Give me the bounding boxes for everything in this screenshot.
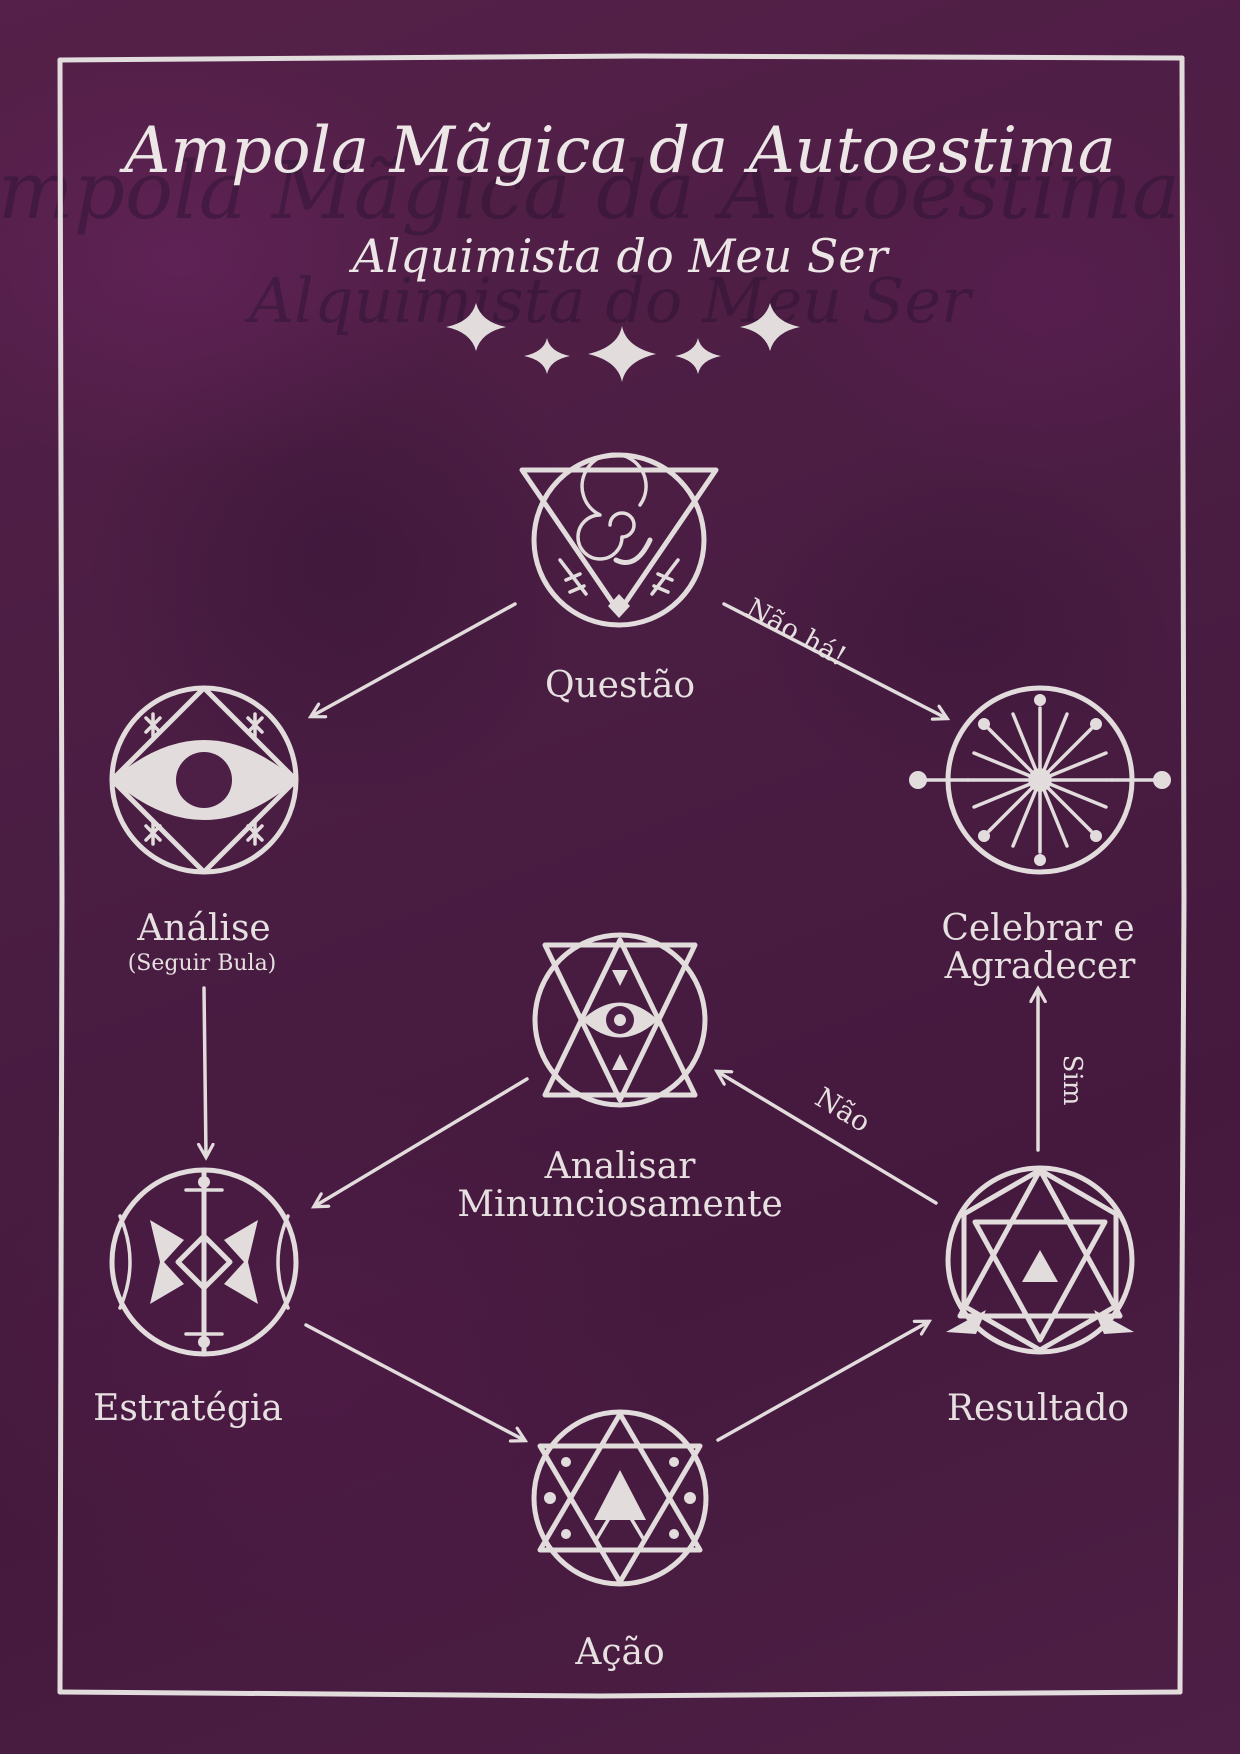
node-label-line1: Celebrar e (941, 908, 1134, 949)
eye-hexagram-sigil-icon (532, 932, 708, 1108)
page-subtitle: Alquimista do Meu Ser (348, 229, 890, 283)
node-analise: Análise (Seguir Bula) (109, 685, 299, 976)
node-sublabel: (Seguir Bula) (128, 951, 277, 976)
node-celebrar: Celebrar e Agradecer (909, 685, 1171, 987)
node-estrategia: Estratégia (93, 1167, 299, 1429)
node-label: Ação (574, 1632, 664, 1673)
flow-arrows (204, 602, 1038, 1442)
sparkle-icon (524, 338, 570, 374)
node-label: Questão (545, 665, 695, 706)
page-title: Ampola Mãgica da Autoestima (119, 114, 1116, 188)
arrow-acao-to-resultado (716, 1322, 928, 1442)
node-label-line2: Agradecer (944, 946, 1137, 987)
cross-diamond-sigil-icon (109, 1167, 299, 1357)
arrow-analisar-to-estrategia (315, 1077, 529, 1206)
title-shadow: Ampola Mãgica da Autoestima (0, 144, 1180, 237)
hexagon-triangle-sigil-icon (945, 1165, 1135, 1355)
node-label: Estratégia (93, 1388, 283, 1429)
sparkle-icon (740, 303, 800, 351)
arrow-resultado-to-analisar (718, 1072, 938, 1205)
spiral-triangle-sigil-icon (519, 452, 719, 628)
node-acao: Ação (531, 1409, 709, 1673)
sparkle-icon (446, 303, 506, 351)
radiant-star-sigil-icon (909, 685, 1171, 875)
sparkle-icon (588, 326, 656, 382)
subtitle-shadow: Alquimista do Meu Ser (244, 264, 974, 337)
node-label-line2: Minunciosamente (457, 1184, 783, 1225)
node-label: Análise (136, 908, 270, 949)
eye-diamond-sigil-icon (109, 685, 299, 875)
arrow-questao-to-celebrar (722, 602, 946, 718)
arrow-analise-to-estrategia (204, 986, 206, 1156)
hexagram-arrow-sigil-icon (531, 1409, 709, 1587)
node-analisar: Analisar Minunciosamente (457, 932, 783, 1225)
arrow-questao-to-analise (312, 602, 517, 716)
node-questao: Questão (519, 452, 719, 706)
edge-label-nao-ha: Não há! (741, 593, 851, 673)
node-label: Resultado (947, 1388, 1129, 1429)
arrow-estrategia-to-acao (304, 1323, 524, 1440)
edge-label-sim: Sim (1057, 1055, 1087, 1106)
sparkle-icon (675, 338, 721, 374)
sparkle-ornament (446, 303, 800, 382)
frame-border (57, 53, 1187, 1699)
edge-label-nao: Não (810, 1081, 877, 1139)
node-resultado: Resultado (945, 1165, 1135, 1429)
node-label-line1: Analisar (544, 1146, 697, 1187)
